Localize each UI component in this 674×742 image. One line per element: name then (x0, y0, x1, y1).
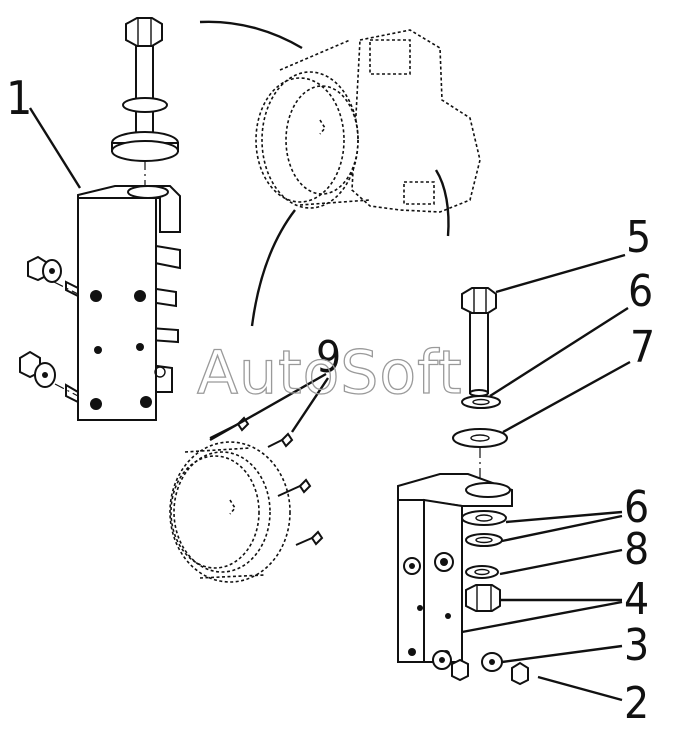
callout-8: 8 (624, 524, 649, 575)
watermark: AutoSoft (197, 338, 463, 408)
right-bracket-assembly (397, 287, 529, 686)
callout-6-top: 6 (628, 266, 653, 317)
curved-arrow-top (199, 20, 303, 50)
right-bracket-plate (397, 473, 513, 663)
callout-4: 4 (624, 574, 649, 625)
dashed-ring-part (169, 416, 324, 583)
right-bolt (461, 287, 497, 397)
right-washer-6-a (461, 510, 507, 526)
callout-6-bottom: 6 (624, 482, 649, 533)
callout-7: 7 (630, 322, 655, 373)
right-washer-7 (452, 428, 508, 448)
callout-5: 5 (626, 212, 651, 263)
callout-1: 1 (6, 71, 32, 125)
left-bracket-plate (77, 185, 181, 421)
left-bracket-assembly (19, 17, 181, 421)
callout-2: 2 (624, 678, 649, 729)
right-bottom-fasteners (432, 650, 529, 686)
callout-labels: 1 5 6 7 9 6 8 4 3 2 (6, 71, 655, 729)
left-top-bolt (125, 17, 163, 147)
leader-lines (28, 107, 631, 702)
curved-arrow-mid (250, 209, 296, 327)
callout-9: 9 (316, 332, 341, 383)
left-fasteners (19, 255, 79, 404)
right-nut (465, 584, 501, 612)
right-washer-8 (465, 565, 499, 579)
left-spring-washer (122, 97, 168, 113)
right-washer-6-b (465, 533, 503, 547)
right-washer-6-top (461, 395, 501, 409)
main-housing-dashed (199, 20, 481, 327)
callout-3: 3 (624, 620, 649, 671)
